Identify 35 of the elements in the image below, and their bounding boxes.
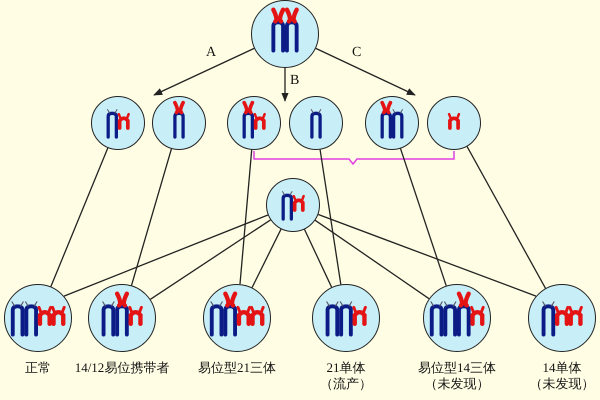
connector-line <box>314 220 430 300</box>
edge-label: A <box>206 46 216 60</box>
connector-line <box>64 214 268 297</box>
edge-label: B <box>290 74 300 88</box>
connector-line <box>400 148 447 286</box>
edge-label: C <box>352 46 362 60</box>
caption-text: 14/12易位携带者 <box>74 360 170 376</box>
connector-line <box>319 150 342 284</box>
caption-text: 正常 <box>24 360 52 376</box>
connector-line <box>239 150 252 284</box>
connector-line <box>304 229 332 288</box>
arrow <box>153 48 254 96</box>
caption-text: （流产） <box>319 376 373 392</box>
cell-circle <box>91 96 145 150</box>
caption-text: （未发现） <box>528 376 596 392</box>
arrow <box>316 48 416 96</box>
connector-line <box>252 228 282 288</box>
cell-circle <box>88 284 156 352</box>
caption-text: 易位型21三体 <box>197 360 277 376</box>
connector-line <box>318 214 536 297</box>
cell-circle <box>152 96 206 150</box>
caption-text: 14单体 <box>542 360 582 376</box>
cell-circle <box>227 96 281 150</box>
caption-text: 易位型14三体 <box>417 360 497 376</box>
connector-line <box>50 148 108 287</box>
cell-circle <box>289 96 343 150</box>
connector-line <box>130 148 172 286</box>
caption-text: 21单体 <box>326 360 366 376</box>
cell-circle <box>266 178 320 232</box>
cell-circle <box>427 96 481 150</box>
cell-circle <box>365 96 419 150</box>
caption-text: （未发现） <box>424 376 490 392</box>
arrow <box>281 68 289 102</box>
connector-line <box>466 146 546 289</box>
connector-line <box>150 219 271 300</box>
